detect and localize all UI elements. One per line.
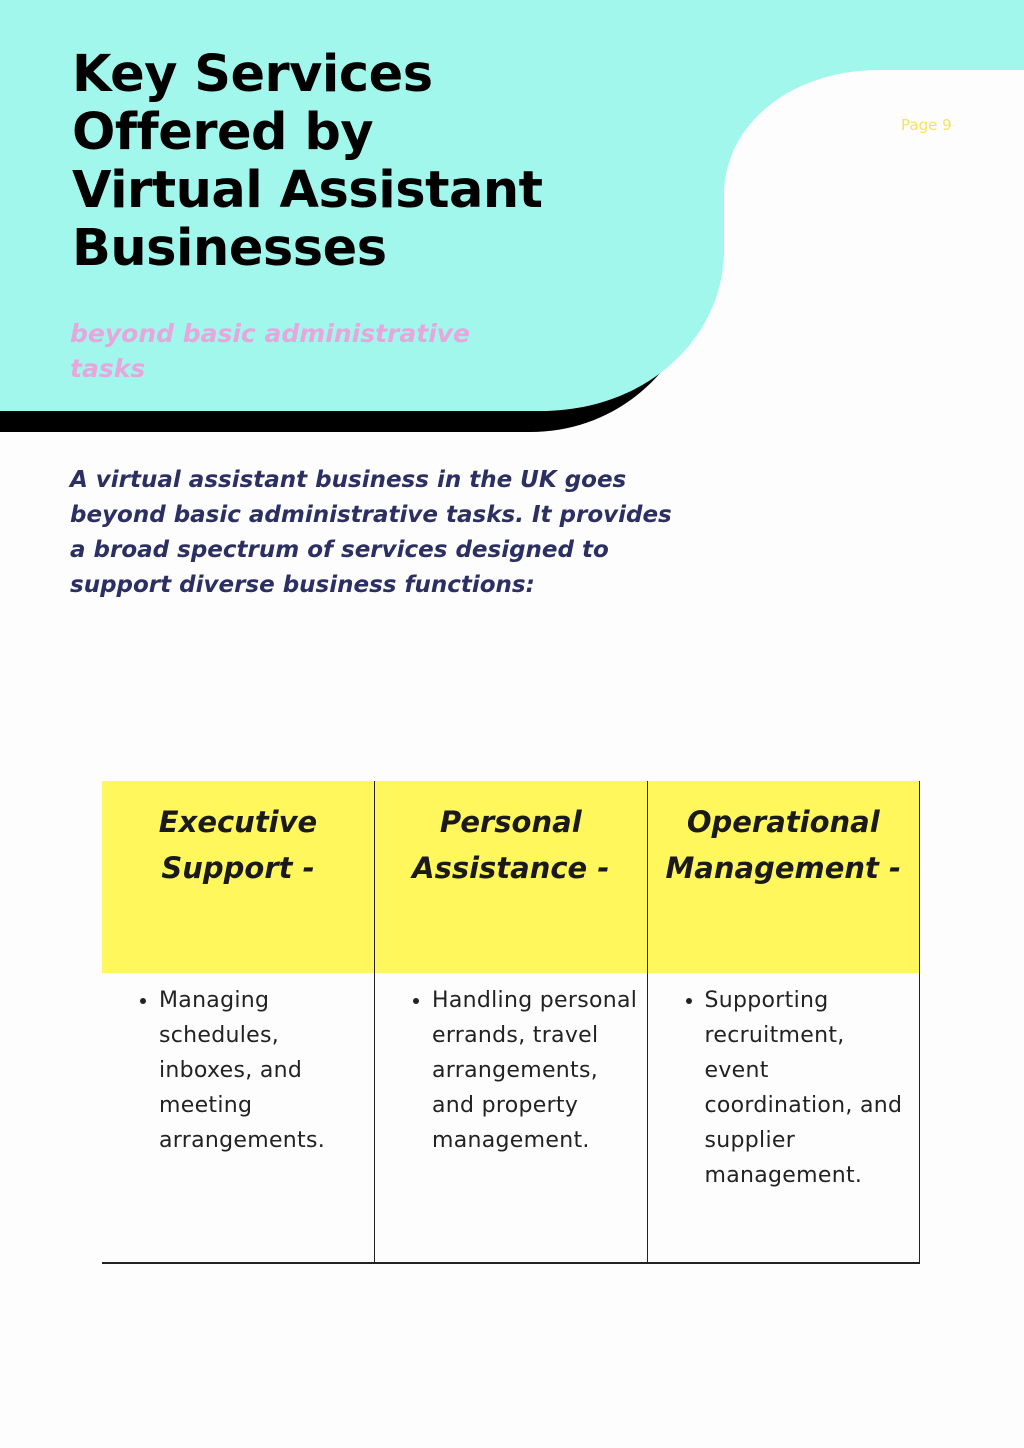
header-teal-shape bbox=[0, 0, 1024, 411]
service-bullet: Managing schedules, inboxes, and meeting… bbox=[159, 983, 366, 1158]
subtitle: beyond basic administrative tasks bbox=[70, 319, 471, 383]
service-cell-executive-support: Managing schedules, inboxes, and meeting… bbox=[102, 973, 375, 1264]
service-heading-line: Support - bbox=[161, 851, 315, 885]
service-bullet-list: Supporting recruitment, event coordinati… bbox=[648, 983, 912, 1193]
service-cell-operational-management: Supporting recruitment, event coordinati… bbox=[646, 973, 920, 1264]
service-heading-executive-support: Executive Support - bbox=[102, 781, 375, 973]
service-cell-personal-assistance: Handling personal errands, travel arrang… bbox=[374, 973, 647, 1264]
page-title: Key Services Offered by Virtual Assistan… bbox=[72, 46, 543, 278]
service-heading-operational-management: Operational Management - bbox=[646, 781, 920, 973]
page-number: Page 9 bbox=[901, 116, 952, 134]
service-heading-line: Management - bbox=[665, 851, 902, 885]
intro-paragraph: A virtual assistant business in the UK g… bbox=[70, 467, 672, 598]
service-bullet-list: Managing schedules, inboxes, and meeting… bbox=[102, 983, 366, 1158]
service-heading-line: Operational bbox=[686, 805, 880, 839]
title-line: Businesses bbox=[72, 219, 387, 278]
service-heading-line: Assistance - bbox=[412, 851, 610, 885]
service-heading-personal-assistance: Personal Assistance - bbox=[374, 781, 647, 973]
title-line: Offered by bbox=[72, 103, 374, 162]
service-bullet-list: Handling personal errands, travel arrang… bbox=[375, 983, 639, 1158]
title-line: Key Services bbox=[72, 45, 433, 104]
header-background bbox=[0, 0, 1024, 432]
services-body-row: Managing schedules, inboxes, and meeting… bbox=[102, 973, 920, 1264]
service-bullet: Supporting recruitment, event coordinati… bbox=[705, 983, 912, 1193]
service-heading-line: Executive bbox=[158, 805, 318, 839]
service-bullet: Handling personal errands, travel arrang… bbox=[432, 983, 639, 1158]
title-line: Virtual Assistant bbox=[72, 161, 543, 220]
services-header-row: Executive Support - Personal Assistance … bbox=[102, 781, 920, 973]
services-table: Executive Support - Personal Assistance … bbox=[102, 781, 920, 1264]
service-heading-line: Personal bbox=[439, 805, 582, 839]
